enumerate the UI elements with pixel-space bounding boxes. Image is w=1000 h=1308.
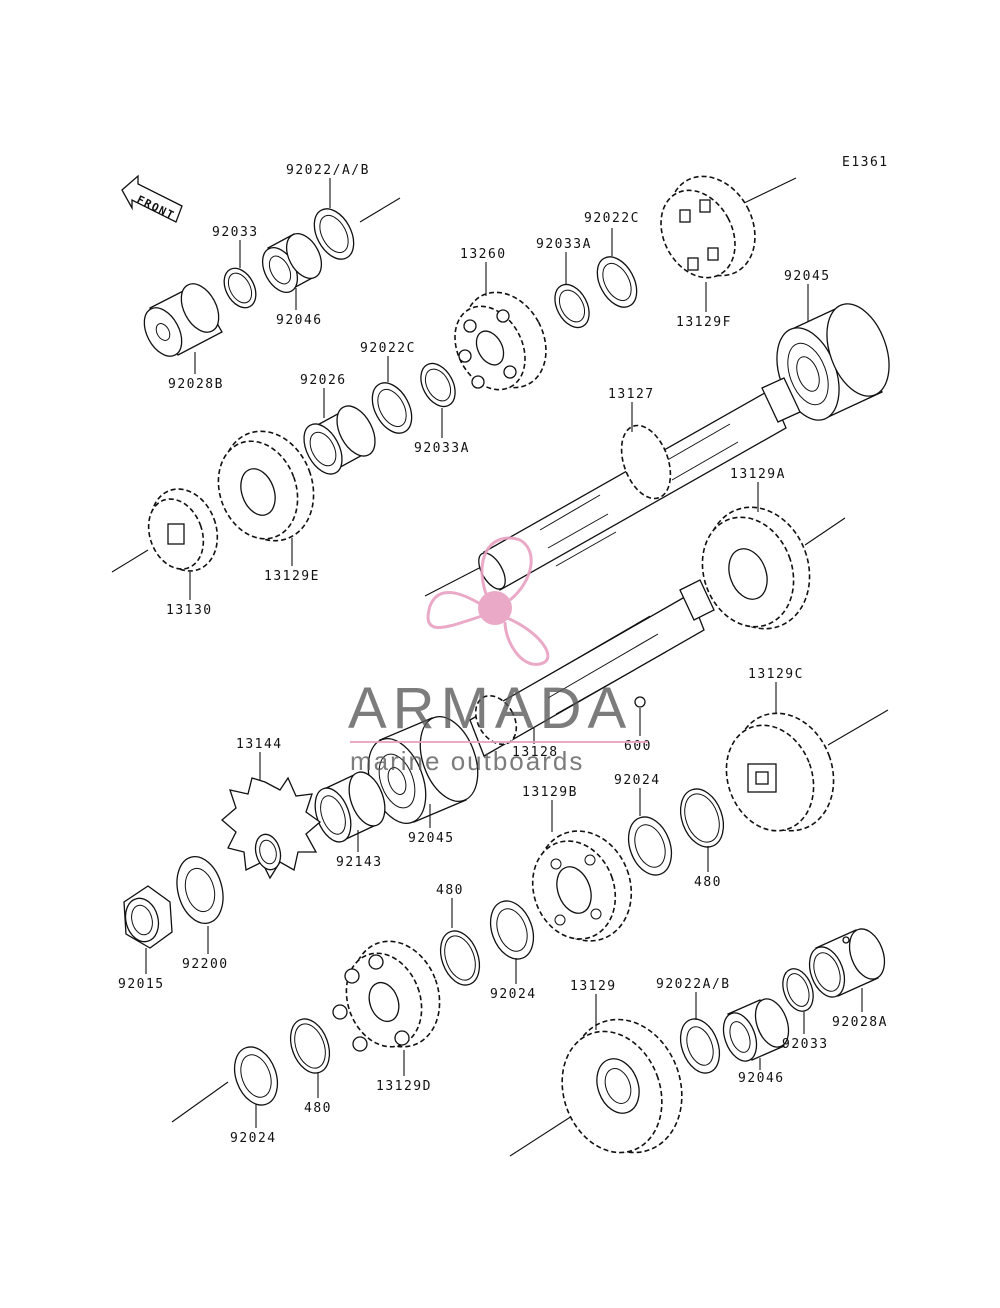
part-label-13129f: 13129F — [676, 315, 732, 330]
axis-line — [804, 517, 846, 546]
part-label-92045-top: 92045 — [784, 269, 831, 284]
circlip-92033 — [223, 267, 257, 309]
part-label-13129: 13129 — [570, 979, 617, 994]
gear-13129e — [217, 430, 315, 542]
sprocket-13144 — [221, 776, 322, 880]
bushing-92026 — [303, 405, 376, 475]
part-label-13129e: 13129E — [264, 569, 320, 584]
part-label-92033a-top: 92033A — [536, 237, 592, 252]
part-label-92028a: 92028A — [832, 1015, 888, 1030]
part-label-13129c: 13129C — [748, 667, 804, 682]
part-label-13129b: 13129B — [522, 785, 578, 800]
watermark-tagline: marine outboards — [350, 746, 584, 776]
part-label-92024-c: 92024 — [230, 1131, 277, 1146]
pin-600 — [634, 696, 646, 708]
circlip-92033-bottom — [782, 968, 814, 1012]
washer-92024-c — [233, 1046, 279, 1106]
part-label-13129a: 13129A — [730, 467, 786, 482]
circlip-480-c — [289, 1018, 331, 1074]
part-label-92143: 92143 — [336, 855, 383, 870]
part-label-13129d: 13129D — [376, 1079, 432, 1094]
part-label-92046-bottom: 92046 — [738, 1071, 785, 1086]
circlip-92033a-top — [554, 283, 590, 329]
part-label-92046-top: 92046 — [276, 313, 323, 328]
circlip-92033a-mid — [420, 362, 456, 408]
needle-bearing-92046-bottom — [722, 998, 790, 1062]
shaft-13128 — [469, 579, 715, 757]
axis-line — [739, 177, 797, 206]
axis-line — [359, 197, 401, 223]
gear-13130 — [147, 488, 219, 572]
spacer-92143 — [314, 771, 386, 843]
nut-92015 — [123, 885, 173, 949]
gear-13129f — [660, 175, 756, 279]
part-label-92200: 92200 — [182, 957, 229, 972]
part-label-480-c: 480 — [304, 1101, 332, 1116]
part-label-92045-mid: 92045 — [408, 831, 455, 846]
part-label-92022c-mid: 92022C — [360, 341, 416, 356]
collar-92028b — [143, 283, 223, 357]
washer-92022ab-bottom — [679, 1018, 721, 1074]
diagram-ref-code: E1361 — [842, 155, 889, 170]
axis-line — [111, 549, 149, 573]
part-label-13128: 13128 — [512, 745, 559, 760]
gear-13260 — [454, 291, 547, 391]
washer-92024-a — [627, 816, 673, 876]
part-label-13144: 13144 — [236, 737, 283, 752]
needle-bearing-92046 — [261, 233, 323, 293]
part-label-92022ab-bottom: 92022A/B — [656, 977, 731, 992]
axis-line — [424, 564, 486, 597]
washer-92022c-top — [596, 256, 638, 308]
washer-92022c-mid — [371, 382, 413, 434]
part-label-92033-bottom: 92033 — [782, 1037, 829, 1052]
part-label-92033a-mid: 92033A — [414, 441, 470, 456]
part-label-92022ab-top: 92022/A/B — [286, 163, 370, 178]
part-label-92024-a: 92024 — [614, 773, 661, 788]
part-label-92028b: 92028B — [168, 377, 224, 392]
gear-13129c — [725, 712, 835, 832]
front-arrow-icon: FRONT — [121, 174, 183, 223]
gear-13129b — [531, 830, 633, 942]
part-label-480-b: 480 — [436, 883, 464, 898]
gear-13129 — [561, 1018, 683, 1154]
part-label-92022c-top: 92022C — [584, 211, 640, 226]
washer-92022ab-top — [313, 208, 355, 260]
collar-92028a — [808, 928, 886, 998]
circlip-480-a — [679, 788, 725, 848]
part-label-13130: 13130 — [166, 603, 213, 618]
axis-line — [171, 1081, 229, 1123]
washer-92200 — [176, 856, 224, 924]
propeller-logo-icon — [426, 536, 550, 666]
circlip-480-b — [439, 930, 481, 986]
washer-92024-b — [489, 900, 535, 960]
watermark-brand: ARMADA — [348, 676, 632, 741]
part-label-13127: 13127 — [608, 387, 655, 402]
axis-line — [509, 1115, 573, 1157]
part-label-92033-top: 92033 — [212, 225, 259, 240]
axis-line — [827, 709, 889, 746]
part-label-92015: 92015 — [118, 977, 165, 992]
gear-13129a — [701, 506, 811, 630]
gear-13129d — [332, 940, 441, 1052]
part-label-92026: 92026 — [300, 373, 347, 388]
shaft-13127 — [478, 377, 801, 591]
part-label-480-a: 480 — [694, 875, 722, 890]
part-label-13260: 13260 — [460, 247, 507, 262]
part-label-92024-b: 92024 — [490, 987, 537, 1002]
watermark: ARMADA marine outboards — [348, 536, 648, 776]
